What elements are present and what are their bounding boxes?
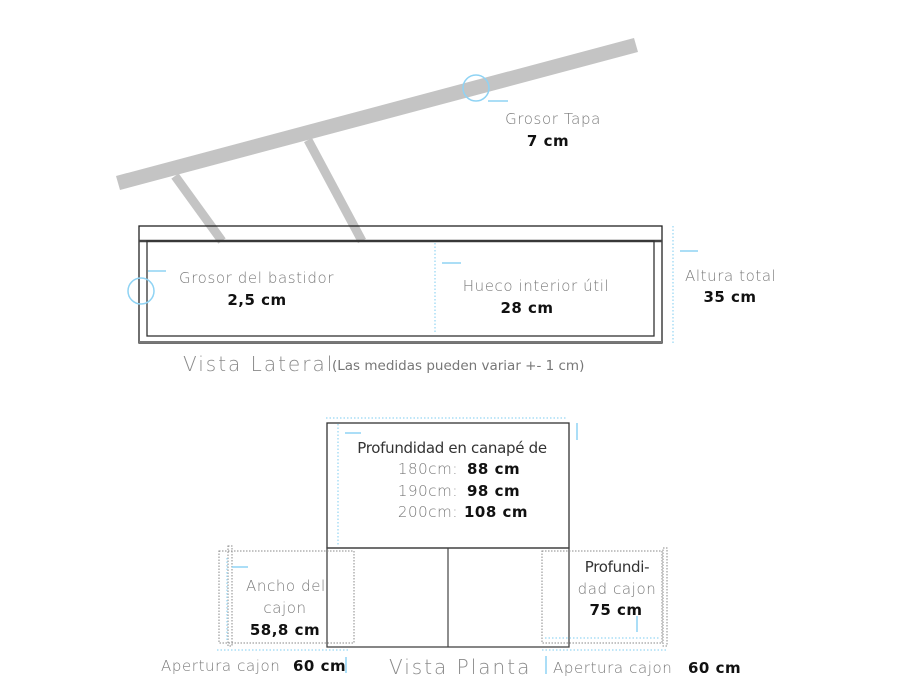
depth-value-200: 108 cm xyxy=(464,503,528,521)
lateral-note: (Las medidas pueden variar +- 1 cm) xyxy=(332,358,584,374)
interior-label: Hueco interior útil xyxy=(463,277,610,295)
right-drawer-outline xyxy=(541,550,663,644)
plan-title: Vista Planta xyxy=(389,655,531,679)
lid-label: Grosor Tapa xyxy=(505,110,601,128)
lid-value: 7 cm xyxy=(527,132,569,150)
interior-value: 28 cm xyxy=(500,299,553,317)
base-inner xyxy=(146,240,655,337)
depth-size-180: 180cm: xyxy=(398,460,458,478)
height-value: 35 cm xyxy=(703,288,756,306)
drawer-width-label-1: Ancho del xyxy=(246,577,326,595)
opening-left-value: 60 cm xyxy=(293,657,346,675)
frame-thickness-marker-icon xyxy=(127,277,155,305)
right-drawer-edge xyxy=(662,547,668,647)
depth-size-190: 190cm: xyxy=(398,482,458,500)
height-label: Altura total xyxy=(685,267,776,285)
frame-label: Grosor del bastidor xyxy=(179,269,334,287)
lid-strut-right xyxy=(304,137,366,244)
lid-thickness-marker-icon xyxy=(462,74,490,102)
depth-value-180: 88 cm xyxy=(467,460,520,478)
lateral-view: Grosor Tapa 7 cm Grosor del bastidor 2,5… xyxy=(116,38,776,376)
lateral-title: Vista Lateral xyxy=(183,352,334,376)
drawer-depth-label-1: Profundi- xyxy=(585,558,650,576)
opening-left-label: Apertura cajon xyxy=(161,657,280,675)
lid xyxy=(116,38,638,190)
left-drawer-edge xyxy=(227,545,233,647)
depth-heading: Profundidad en canapé de xyxy=(357,439,547,457)
depth-size-200: 200cm: xyxy=(398,503,458,521)
drawer-depth-label-2: dad cajon xyxy=(578,580,657,598)
plan-view: Profundidad en canapé de 180cm: 88 cm 19… xyxy=(161,417,741,679)
drawer-depth-value: 75 cm xyxy=(589,601,642,619)
left-drawer-outline xyxy=(218,550,355,644)
drawer-width-label-2: cajon xyxy=(263,599,306,617)
depth-value-190: 98 cm xyxy=(467,482,520,500)
frame-value: 2,5 cm xyxy=(227,291,286,309)
opening-right-value: 60 cm xyxy=(688,659,741,677)
drawer-width-value: 58,8 cm xyxy=(250,621,320,639)
lid-strut-left xyxy=(171,173,226,244)
opening-right-label: Apertura cajon xyxy=(553,659,672,677)
